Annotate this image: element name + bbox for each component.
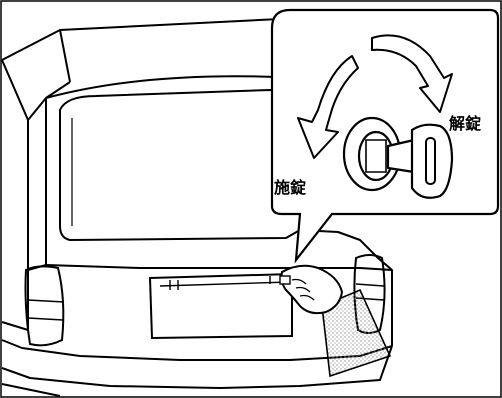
left-tail-lamp bbox=[24, 265, 65, 347]
key-in-lock bbox=[279, 275, 291, 285]
lock-label: 施錠 bbox=[274, 178, 307, 197]
unlock-label: 解錠 bbox=[449, 114, 482, 133]
license-plate-recess bbox=[148, 272, 293, 340]
counterclockwise-arrow-icon bbox=[297, 55, 359, 159]
hand-with-key bbox=[279, 264, 392, 378]
clockwise-arrow-icon bbox=[371, 34, 453, 113]
key-icon bbox=[386, 123, 454, 199]
sleeve bbox=[321, 288, 392, 378]
hand bbox=[280, 264, 344, 315]
lock-cylinder-icon bbox=[342, 116, 402, 192]
